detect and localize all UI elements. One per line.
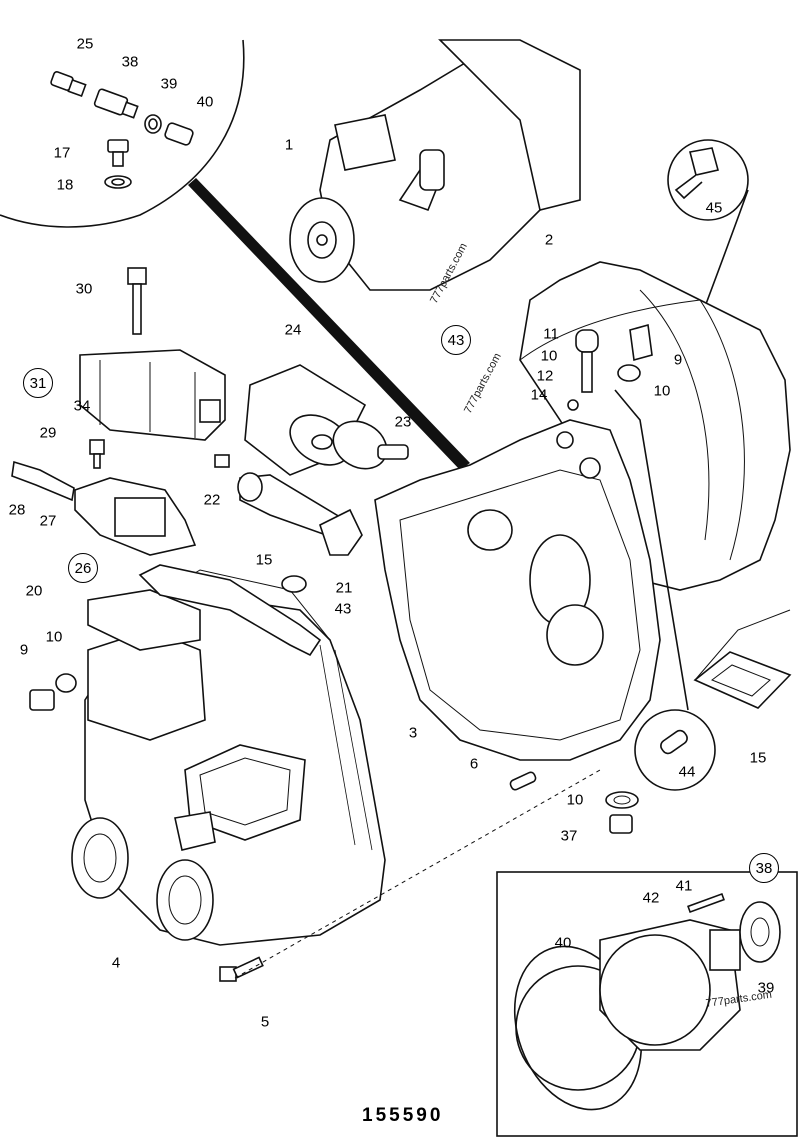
callout-11: 12: [536, 367, 554, 385]
small-parts: [29, 439, 639, 982]
callout-26: 27: [39, 512, 57, 530]
callout-8-left: 9: [19, 641, 29, 659]
callout-28: 29: [39, 424, 57, 442]
detail-circle-fittings: [0, 39, 470, 470]
figure-number: 155590: [362, 1105, 444, 1126]
bolt-29: [127, 267, 147, 335]
callout-3: 3: [408, 724, 418, 742]
callout-40: 40: [554, 934, 572, 952]
callout-39: 39: [757, 979, 775, 997]
callout-1: 1: [284, 136, 294, 154]
callout-14: 15: [255, 551, 273, 569]
callout-19: 25: [76, 35, 94, 53]
callout-9-left: 10: [45, 628, 63, 646]
callout-24: 20: [25, 582, 43, 600]
callout-31: 34: [73, 397, 91, 415]
valve-block-25: [11, 460, 197, 556]
callout-34: 37: [560, 827, 578, 845]
callout-10: 11: [543, 325, 559, 343]
gear-housing-3: [374, 419, 661, 761]
callout-44: 44: [678, 763, 696, 781]
callout-5: 5: [260, 1013, 270, 1031]
transmission-casing-4: [71, 569, 386, 946]
callout-45: 45: [705, 199, 723, 217]
callout-9-bottom: 10: [566, 791, 584, 809]
valve-plate-24: [87, 564, 322, 657]
solenoid-valve-30: [79, 349, 226, 441]
callout-18: 18: [56, 176, 74, 194]
callout-29: 30: [75, 280, 93, 298]
callout-4: 4: [111, 954, 121, 972]
bolt-45-detail: [667, 139, 749, 321]
callout-25: 26: [68, 553, 98, 583]
callout-9-top: 10: [540, 347, 558, 365]
callout-43-lower: 43: [334, 600, 352, 618]
callout-43-upper: 43: [441, 325, 471, 355]
callout-17: 17: [53, 144, 71, 162]
callout-6: 6: [469, 755, 479, 773]
callout-21: 22: [203, 491, 221, 509]
callout-27: 28: [8, 501, 26, 519]
pump-unit-1: [289, 39, 581, 291]
callout-12: 14: [530, 386, 548, 404]
pipe-14: [237, 472, 363, 556]
callout-41: 41: [675, 877, 693, 895]
callout-15: 15: [749, 749, 767, 767]
pin-44-detail: [634, 709, 716, 791]
callout-36: 39: [160, 75, 178, 93]
callout-8-top: 9: [673, 351, 683, 369]
fitting-stack: [567, 323, 689, 711]
callout-22: 23: [394, 413, 412, 431]
callout-38: 38: [749, 853, 779, 883]
callout-30: 31: [23, 368, 53, 398]
callout-2: 2: [544, 231, 554, 249]
callout-23: 24: [284, 321, 302, 339]
cover-plate-15: [693, 609, 792, 709]
callout-35: 38: [121, 53, 139, 71]
filter-23: [244, 364, 409, 476]
callout-37: 40: [196, 93, 214, 111]
callout-20: 21: [335, 579, 353, 597]
inset-box-38: [496, 871, 798, 1137]
callout-9-right: 10: [653, 382, 671, 400]
callout-42: 42: [642, 889, 660, 907]
